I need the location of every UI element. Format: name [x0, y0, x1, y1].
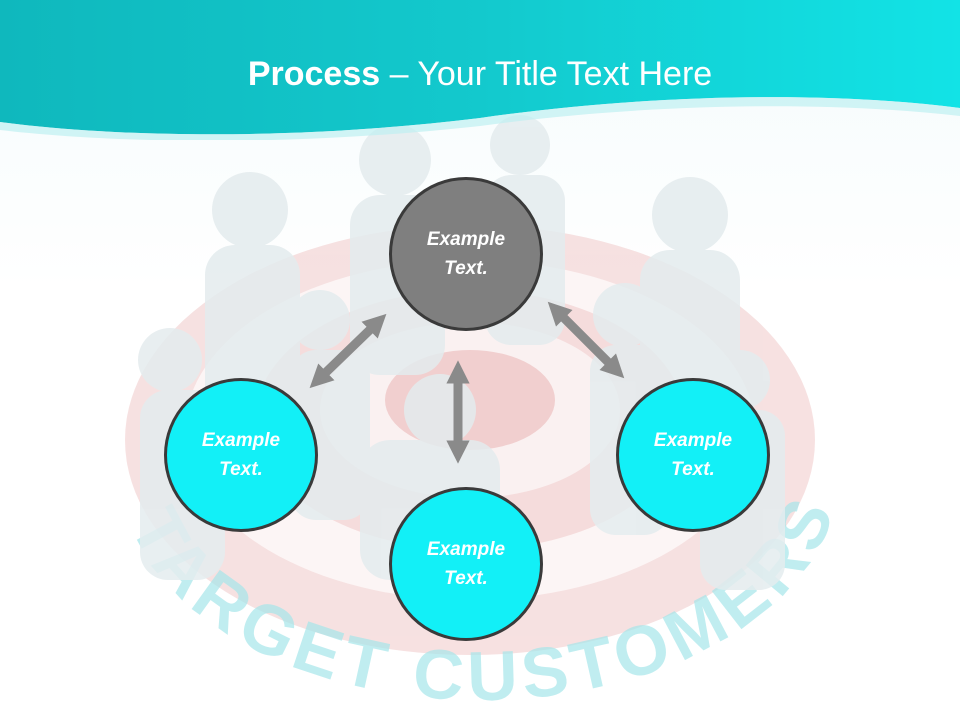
- title-bold: Process: [247, 55, 381, 93]
- header-banner: [0, 0, 960, 140]
- node-text-line1: Example: [426, 229, 506, 250]
- node-text-line1: Example: [653, 430, 733, 451]
- node-text-line2: Text.: [671, 459, 715, 480]
- process-node-right: Example Text.: [616, 378, 770, 532]
- process-node-bottom: Example Text.: [389, 487, 543, 641]
- process-node-left: Example Text.: [164, 378, 318, 532]
- node-text-line2: Text.: [219, 459, 263, 480]
- node-text-line2: Text.: [444, 258, 488, 279]
- node-text-line1: Example: [426, 539, 506, 560]
- node-text-line1: Example: [201, 430, 281, 451]
- page-title: Process – Your Title Text Here: [0, 52, 960, 96]
- node-text-line2: Text.: [444, 568, 488, 589]
- process-node-top: Example Text.: [389, 177, 543, 331]
- title-rest: – Your Title Text Here: [380, 55, 713, 93]
